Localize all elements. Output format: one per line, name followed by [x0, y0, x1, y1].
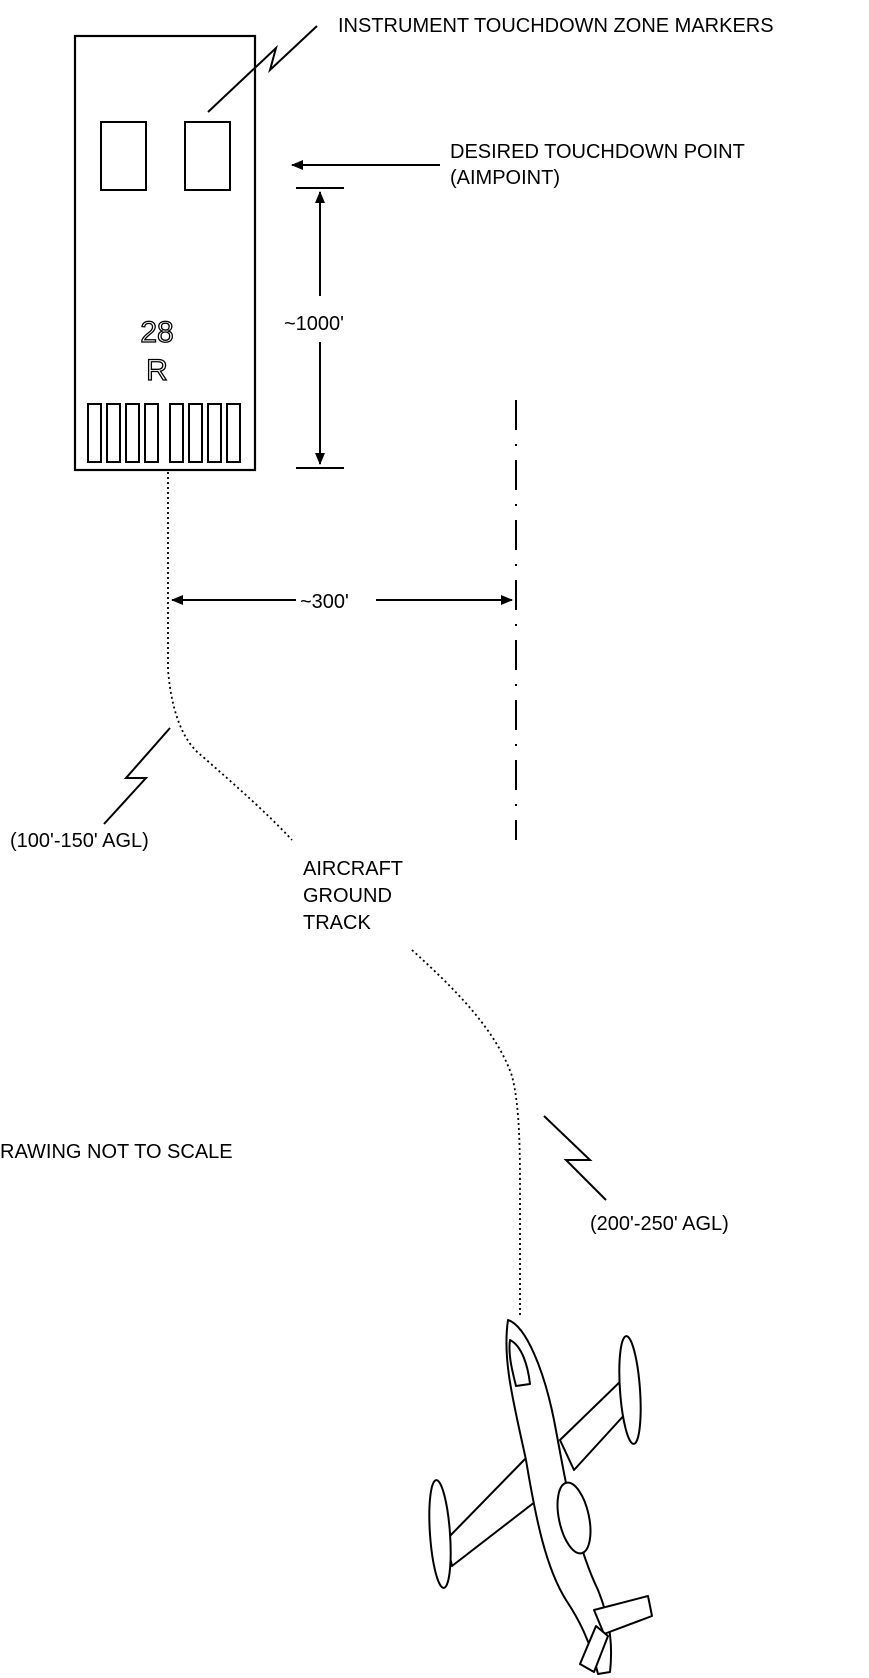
high-altitude-leader [543, 1115, 607, 1201]
aircraft-left-tip-tank [428, 1479, 452, 1589]
threshold-bar [207, 403, 222, 463]
aimpoint-label: (AIMPOINT) [450, 167, 560, 189]
threshold-bars [87, 403, 241, 463]
threshold-bar [125, 403, 140, 463]
ground-track-upper [167, 472, 293, 841]
runway-letter: R [146, 354, 168, 387]
aircraft-icon [428, 1319, 653, 1675]
touchdown-zone-marker-right [184, 121, 231, 191]
aircraft-tail-fin [579, 1625, 609, 1673]
touchdown-zone-marker-left [100, 121, 147, 191]
ground-track-label-3: TRACK [303, 912, 371, 934]
threshold-bar [169, 403, 184, 463]
touchdown-markers-label: INSTRUMENT TOUCHDOWN ZONE MARKERS [338, 15, 774, 37]
threshold-bar [144, 403, 159, 463]
not-to-scale-note: RAWING NOT TO SCALE [0, 1141, 233, 1163]
threshold-bar [106, 403, 121, 463]
lateral-offset-label: ~300' [300, 591, 349, 613]
threshold-bar [188, 403, 203, 463]
ground-track-lower [411, 949, 521, 1315]
ground-track-label-2: GROUND [303, 885, 392, 907]
runway-outline [73, 34, 257, 472]
aimpoint-distance-label: ~1000' [284, 313, 344, 335]
threshold-bar [87, 403, 102, 463]
high-altitude-label: (200'-250' AGL) [590, 1213, 729, 1235]
threshold-bar [226, 403, 241, 463]
aircraft-engine [556, 1481, 592, 1555]
low-altitude-leader [103, 727, 171, 825]
low-altitude-label: (100'-150' AGL) [10, 830, 149, 852]
aircraft-horizontal-tail [593, 1595, 653, 1635]
touchdown-markers-leader [207, 25, 318, 113]
desired-touchdown-label: DESIRED TOUCHDOWN POINT [450, 141, 745, 163]
aircraft-right-tip-tank [618, 1335, 642, 1445]
runway-number: 28 [140, 316, 173, 349]
aircraft-cockpit [508, 1339, 531, 1387]
ground-track-label-1: AIRCRAFT [303, 858, 403, 880]
aircraft-left-wing [445, 1455, 541, 1567]
runway-28r: 28 R [73, 34, 257, 472]
